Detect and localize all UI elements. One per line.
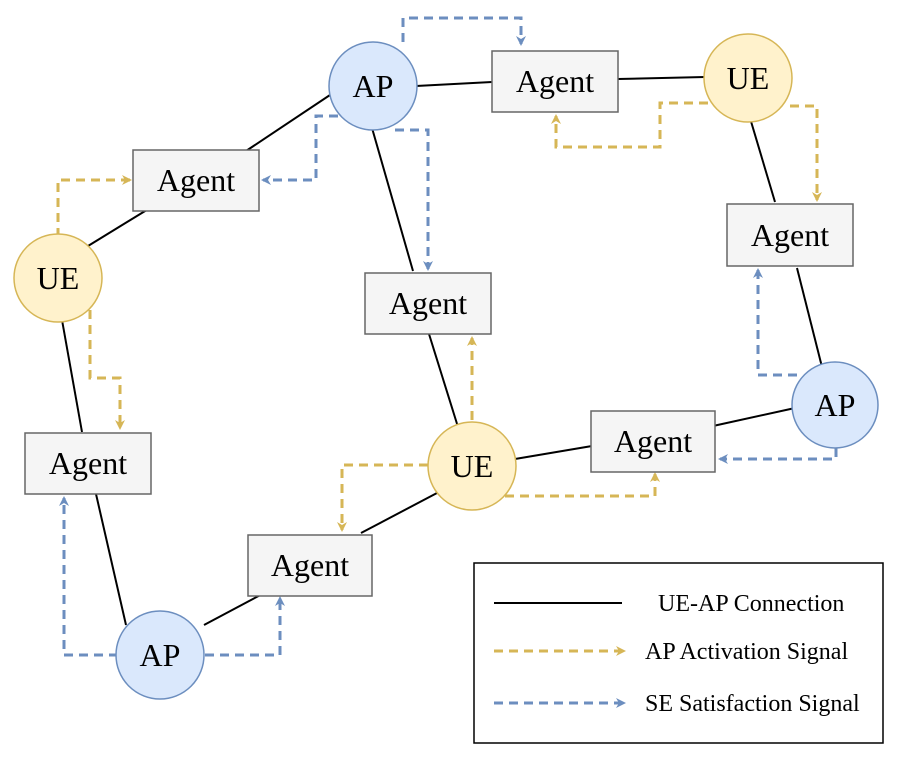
activation-signal-arrow xyxy=(551,101,708,149)
activation-signal-arrow xyxy=(505,472,660,498)
legend-satisfaction-label: SE Satisfaction Signal xyxy=(645,691,860,717)
connection-line xyxy=(617,76,706,80)
agent-label: Agent xyxy=(157,162,235,198)
connection-line xyxy=(203,591,267,626)
agent-label: Agent xyxy=(614,423,692,459)
activation-signal-arrow xyxy=(88,310,125,430)
satisfaction-signal-arrow xyxy=(401,16,526,46)
ue-label: UE xyxy=(37,260,80,296)
connection-line xyxy=(87,207,151,247)
connection-line xyxy=(360,492,438,534)
ue-node: UE xyxy=(427,421,517,511)
agent-node: Agent xyxy=(24,432,152,495)
agent-label: Agent xyxy=(516,63,594,99)
agent-node: Agent xyxy=(364,272,492,335)
ap-node: AP xyxy=(328,41,418,131)
satisfaction-signals xyxy=(59,16,838,657)
legend: UE-AP Connection AP Activation Signal SE… xyxy=(473,562,884,744)
satisfaction-signal-arrow xyxy=(205,596,285,657)
satisfaction-signal-arrow xyxy=(261,114,338,185)
connection-line xyxy=(371,127,414,272)
legend-box xyxy=(473,562,884,744)
activation-signals xyxy=(56,101,822,532)
connection-line xyxy=(796,267,823,368)
agent-label: Agent xyxy=(271,547,349,583)
ap-label: AP xyxy=(815,387,856,423)
connection-line xyxy=(95,493,127,626)
agent-node: Agent xyxy=(590,410,716,473)
legend-connection-label: UE-AP Connection xyxy=(658,591,844,617)
satisfaction-signal-arrow xyxy=(718,448,838,464)
agent-node: Agent xyxy=(132,149,260,212)
ap-label: AP xyxy=(140,637,181,673)
ap-label: AP xyxy=(353,68,394,104)
legend-activation-label: AP Activation Signal xyxy=(645,639,848,665)
agent-label: Agent xyxy=(389,285,467,321)
connection-line xyxy=(428,333,459,428)
ue-node: UE xyxy=(13,233,103,323)
ue-label: UE xyxy=(727,60,770,96)
agent-node: Agent xyxy=(247,534,373,597)
activation-signal-arrow xyxy=(56,175,132,237)
connection-line xyxy=(749,117,776,203)
satisfaction-signal-arrow xyxy=(59,496,118,657)
connection-line xyxy=(242,90,337,154)
satisfaction-signal-arrow xyxy=(753,268,797,377)
connection-lines xyxy=(61,76,823,626)
connection-line xyxy=(514,445,593,460)
ue-label: UE xyxy=(451,448,494,484)
connection-line xyxy=(61,319,83,433)
ap-node: AP xyxy=(115,610,205,700)
agent-node: Agent xyxy=(726,203,854,267)
agent-label: Agent xyxy=(49,445,127,481)
connection-line xyxy=(712,407,796,427)
satisfaction-signal-arrow xyxy=(395,128,433,271)
ap-node: AP xyxy=(791,361,879,449)
agent-label: Agent xyxy=(751,217,829,253)
agent-node: Agent xyxy=(491,50,619,113)
activation-signal-arrow xyxy=(790,104,822,202)
ue-node: UE xyxy=(703,33,793,123)
connection-line xyxy=(415,81,493,87)
